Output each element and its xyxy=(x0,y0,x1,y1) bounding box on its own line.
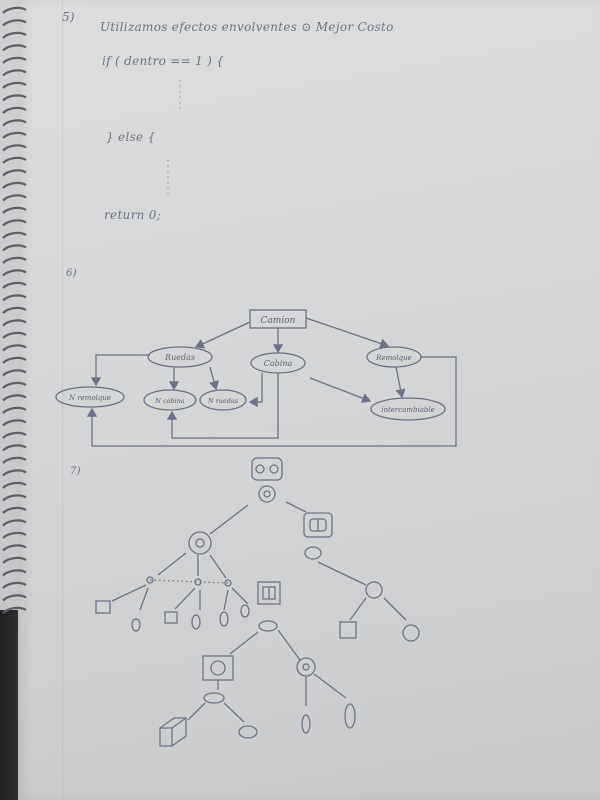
tree-right-node xyxy=(304,546,322,560)
spiral-ring xyxy=(2,456,27,464)
spiral-ring xyxy=(2,306,27,314)
tree-mid-box xyxy=(257,581,281,605)
spiral-ring xyxy=(2,281,27,289)
spiral-ring xyxy=(2,206,27,214)
node-n-remolque-ellipse xyxy=(55,386,125,408)
spiral-ring xyxy=(2,94,27,102)
tree-right-box xyxy=(303,512,333,538)
label-remolque: Remolque xyxy=(375,354,412,362)
spiral-ring xyxy=(2,194,27,202)
spiral-ring xyxy=(2,556,27,564)
spiral-ring xyxy=(2,606,27,614)
tree-left-node xyxy=(188,531,212,555)
spiral-ring xyxy=(2,69,27,77)
spiral-ring xyxy=(2,169,27,177)
page-margin-line xyxy=(62,0,63,800)
spiral-ring xyxy=(2,344,27,352)
spiral-ring xyxy=(2,244,27,252)
spiral-ring xyxy=(2,181,27,189)
label-n-cabina: N cabina xyxy=(154,397,185,405)
spiral-ring xyxy=(2,406,27,414)
tree-root-node xyxy=(258,485,276,503)
question-5-title: Utilizamos efectos envolventes ⊙ Mejor C… xyxy=(100,20,394,34)
label-camion: Camion xyxy=(261,316,296,326)
code-else-line: } else { xyxy=(106,130,156,144)
spiral-ring xyxy=(2,294,27,302)
spiral-ring xyxy=(2,581,27,589)
spiral-ring xyxy=(2,106,27,114)
tree-root-box xyxy=(251,457,283,481)
tree-lower-right-node xyxy=(296,657,316,677)
spiral-ring xyxy=(2,419,27,427)
spiral-ring xyxy=(2,494,27,502)
spiral-ring xyxy=(2,394,27,402)
code-dotted-lines xyxy=(167,80,181,195)
spiral-binding xyxy=(2,6,27,614)
tree-lower-box xyxy=(202,655,234,681)
spiral-ring xyxy=(2,144,27,152)
question-6-number: 6) xyxy=(66,268,77,279)
spiral-ring xyxy=(2,256,27,264)
spiral-ring xyxy=(2,319,27,327)
spiral-ring xyxy=(2,331,27,339)
label-intercambiable: intercambiable xyxy=(381,406,435,414)
spiral-ring xyxy=(2,544,27,552)
label-n-remolque: N remolque xyxy=(68,394,111,402)
shape-tree xyxy=(95,457,420,747)
spiral-ring xyxy=(2,269,27,277)
spiral-ring xyxy=(2,431,27,439)
spiral-ring xyxy=(2,569,27,577)
class-diagram xyxy=(55,309,457,447)
spiral-ring xyxy=(2,31,27,39)
code-if-line: if ( dentro == 1 ) { xyxy=(102,54,225,68)
spiral-ring xyxy=(2,231,27,239)
question-7-number: 7) xyxy=(70,466,81,477)
spiral-ring xyxy=(2,481,27,489)
spiral-ring xyxy=(2,6,27,14)
spiral-ring xyxy=(2,119,27,127)
spiral-ring xyxy=(2,469,27,477)
spiral-ring xyxy=(2,156,27,164)
spiral-ring xyxy=(2,594,27,602)
spiral-ring xyxy=(2,219,27,227)
tree-mid-node xyxy=(258,620,278,632)
spiral-ring xyxy=(2,19,27,27)
label-cabina: Cabina xyxy=(264,359,293,368)
spiral-ring xyxy=(2,81,27,89)
node-intercambiable-ellipse xyxy=(370,397,446,421)
node-n-ruedas-ellipse xyxy=(199,389,247,411)
label-ruedas: Ruedas xyxy=(164,353,195,362)
class-diagram-labels: Camion Ruedas Cabina Remolque N remolque… xyxy=(68,316,435,414)
spiral-ring xyxy=(2,519,27,527)
spiral-ring xyxy=(2,506,27,514)
spiral-ring xyxy=(2,356,27,364)
question-5-number: 5) xyxy=(62,10,75,24)
spiral-ring xyxy=(2,531,27,539)
spiral-ring xyxy=(2,56,27,64)
label-n-ruedas: N ruedas xyxy=(207,397,239,405)
node-ruedas-ellipse xyxy=(147,346,213,368)
spiral-ring xyxy=(2,381,27,389)
spiral-ring xyxy=(2,369,27,377)
spiral-ring xyxy=(2,131,27,139)
spiral-ring xyxy=(2,444,27,452)
spiral-ring xyxy=(2,44,27,52)
code-return-line: return 0; xyxy=(104,208,162,222)
